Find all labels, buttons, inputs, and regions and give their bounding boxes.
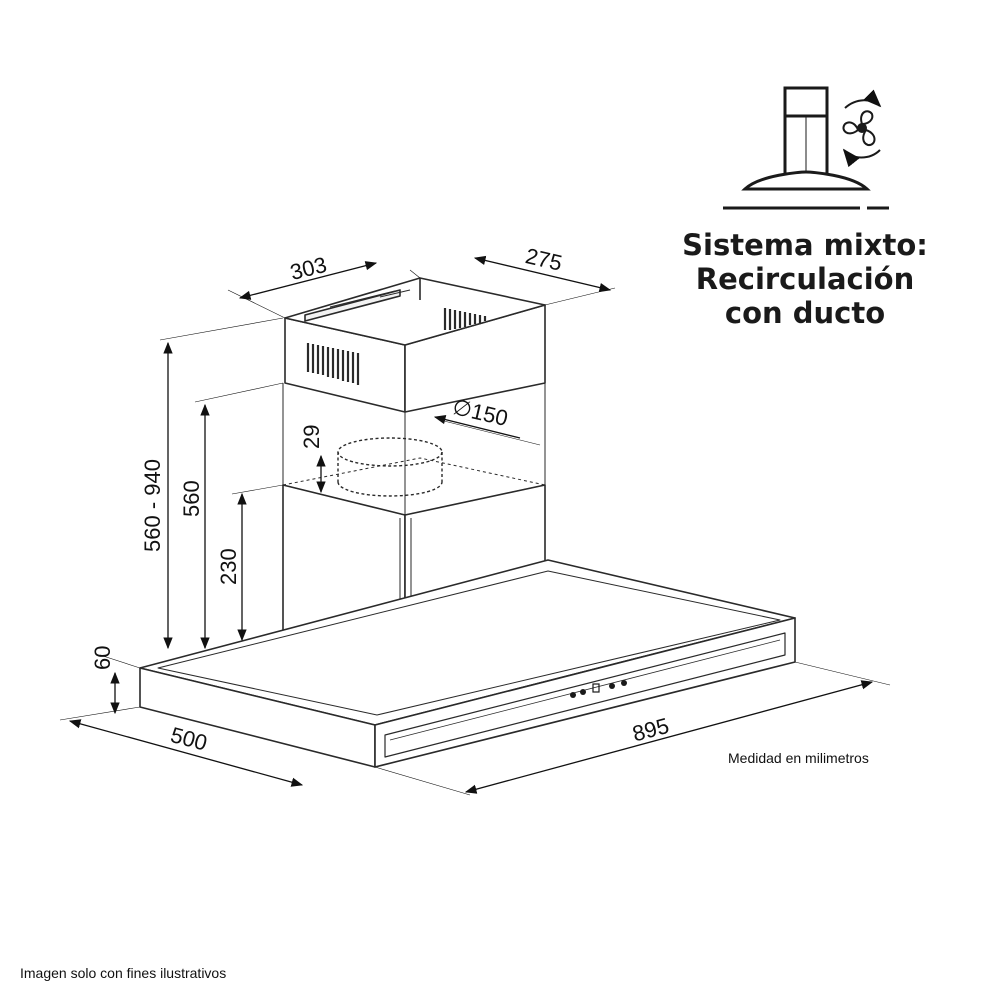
system-title: Sistema mixto: Recirculación con ducto <box>640 228 970 330</box>
label-lower-chimney-height: 560 <box>179 480 204 517</box>
title-line: Sistema mixto: <box>682 228 928 262</box>
vent-grille-right <box>443 308 487 330</box>
footer-note: Imagen solo con fines ilustrativos <box>20 965 227 981</box>
control-button <box>580 689 586 695</box>
unit-note: Medidad en milimetros <box>728 750 869 766</box>
label-collar-height: 29 <box>299 425 324 449</box>
label-duct-diameter: ∅150 <box>450 394 510 431</box>
hood-icon <box>723 86 889 210</box>
hood-body <box>139 277 796 768</box>
upper-chimney <box>284 277 546 413</box>
label-outlet-height: 230 <box>216 548 241 585</box>
label-total-height: 560 - 940 <box>140 459 165 552</box>
dim-chimney-depth <box>473 255 612 293</box>
control-button <box>570 692 576 698</box>
control-button <box>609 683 615 689</box>
label-canopy-depth: 500 <box>168 722 210 756</box>
title-line: Recirculación <box>695 262 915 296</box>
dim-canopy-width <box>464 680 874 794</box>
label-canopy-thickness: 60 <box>90 646 115 670</box>
vent-grille-left <box>306 343 360 385</box>
fan-recirculation-icon <box>842 89 882 168</box>
label-canopy-width: 895 <box>630 713 672 747</box>
dimension-labels: 303 275 ∅150 29 560 - 940 560 230 60 500… <box>90 243 672 755</box>
canopy <box>139 559 796 768</box>
dim-chimney-width <box>238 261 378 300</box>
dim-duct-diameter <box>433 414 521 439</box>
control-button <box>621 680 627 686</box>
label-chimney-width: 303 <box>288 252 330 285</box>
dimension-lines <box>59 255 891 796</box>
title-line: con ducto <box>724 296 886 330</box>
duct-collar <box>337 437 443 497</box>
dim-canopy-depth <box>68 719 304 787</box>
